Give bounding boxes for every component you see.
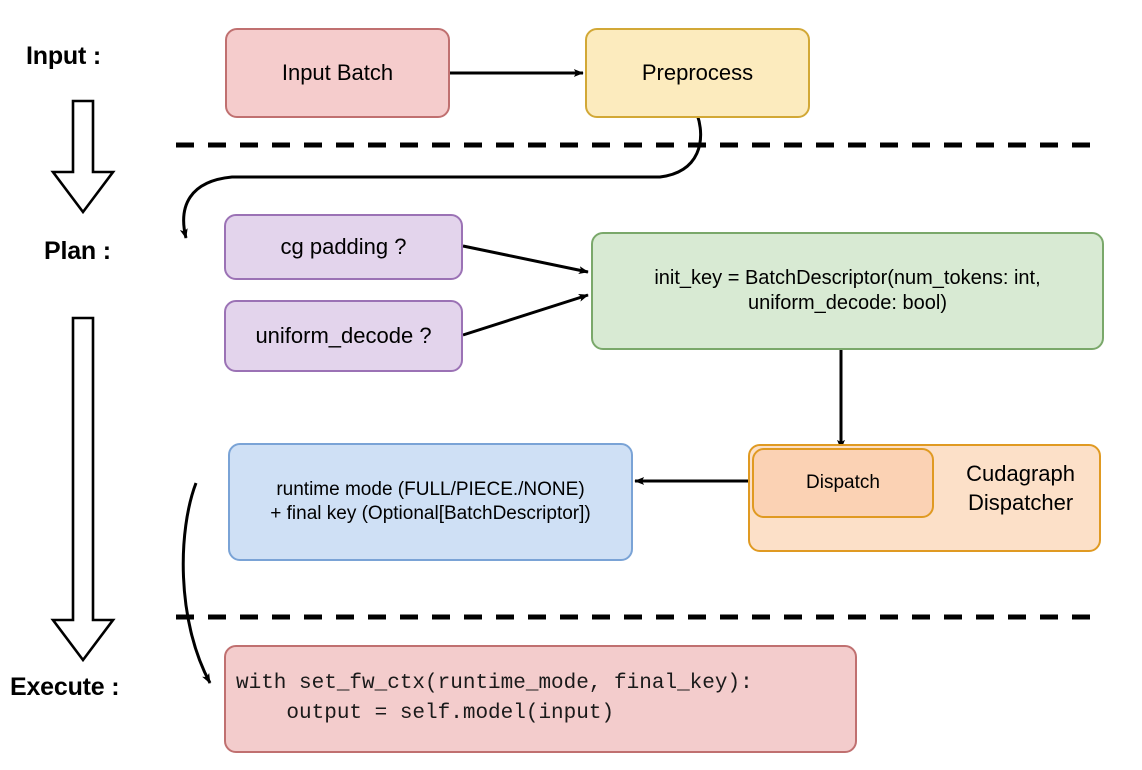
plan-to-execute-block-arrow: [50, 316, 116, 663]
code-block-line2: output = self.model(input): [236, 702, 615, 725]
node-init-key[interactable]: init_key = BatchDescriptor(num_tokens: i…: [591, 232, 1104, 350]
arrow-cg-padding-to-init-key: [462, 244, 589, 275]
stage-label-execute: Execute :: [10, 673, 120, 701]
node-uniform-decode-label: uniform_decode ?: [255, 323, 432, 349]
node-init-key-line2: uniform_decode: bool): [747, 292, 947, 314]
node-dispatch[interactable]: Dispatch: [752, 448, 934, 518]
node-cudagraph-dispatcher-label: Cudagraph Dispatcher: [966, 460, 1075, 517]
node-dispatch-label: Dispatch: [806, 472, 880, 494]
node-cudagraph-dispatcher-line2: Dispatcher: [967, 489, 1074, 515]
node-preprocess[interactable]: Preprocess: [585, 28, 810, 118]
node-uniform-decode[interactable]: uniform_decode ?: [224, 300, 463, 372]
node-runtime-mode[interactable]: runtime mode (FULL/PIECE./NONE) + final …: [228, 443, 633, 561]
arrow-uniform-decode-to-init-key: [462, 293, 589, 337]
node-input-batch-label: Input Batch: [281, 60, 394, 86]
node-cudagraph-dispatcher-line1: Cudagraph: [966, 461, 1075, 486]
node-cg-padding[interactable]: cg padding ?: [224, 214, 463, 280]
stage-label-plan: Plan :: [44, 237, 111, 265]
node-init-key-line1: init_key = BatchDescriptor(num_tokens: i…: [654, 267, 1041, 289]
node-runtime-mode-line1: runtime mode (FULL/PIECE./NONE): [276, 479, 585, 501]
node-code-block[interactable]: with set_fw_ctx(runtime_mode, final_key)…: [224, 645, 857, 753]
node-input-batch[interactable]: Input Batch: [225, 28, 450, 118]
input-to-plan-block-arrow: [50, 99, 116, 215]
node-cg-padding-label: cg padding ?: [280, 234, 407, 260]
code-block-line1: with set_fw_ctx(runtime_mode, final_key)…: [236, 671, 753, 695]
node-runtime-mode-line2: + final key (Optional[BatchDescriptor]): [270, 503, 591, 524]
stage-label-input: Input :: [26, 42, 101, 70]
arrow-runtime-mode-to-code-block: [181, 482, 212, 684]
node-preprocess-label: Preprocess: [641, 60, 754, 86]
